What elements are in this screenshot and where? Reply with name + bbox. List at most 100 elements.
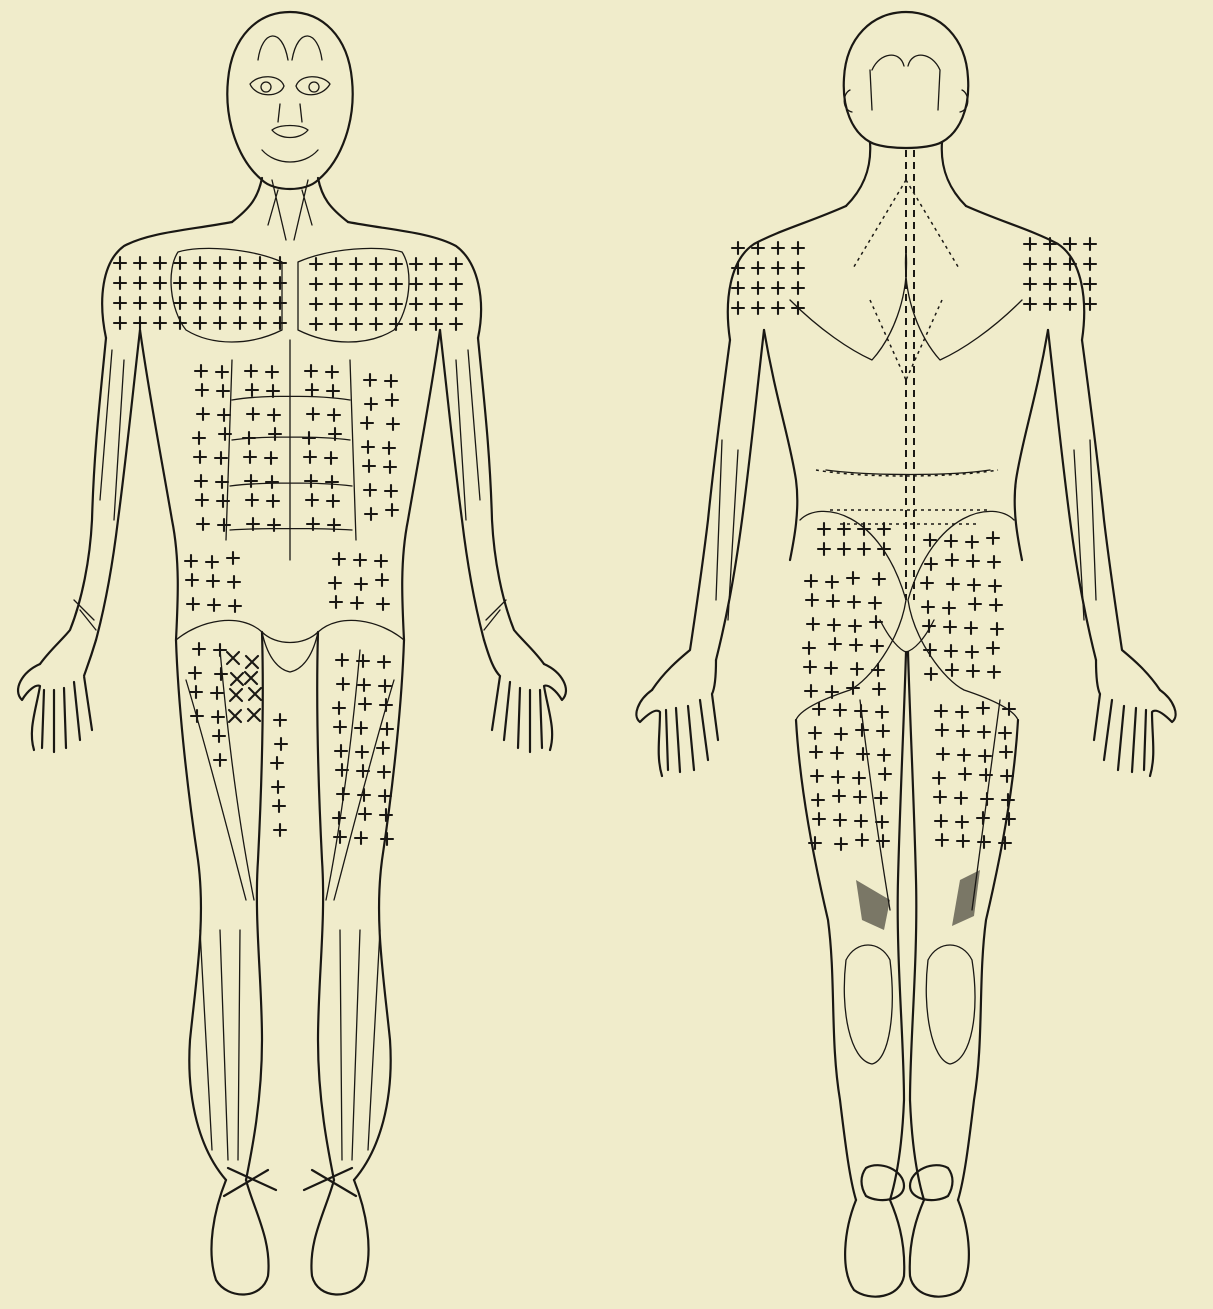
anterior-figure: [18, 12, 566, 1295]
plus-marker: [228, 576, 240, 588]
plus-marker: [274, 297, 286, 309]
plus-marker: [989, 580, 1001, 592]
plus-marker: [805, 575, 817, 587]
plus-marker: [273, 800, 285, 812]
plus-marker: [351, 597, 363, 609]
plus-marker: [390, 258, 402, 270]
plus-marker: [988, 666, 1000, 678]
plus-marker: [304, 451, 316, 463]
plus-marker: [303, 432, 315, 444]
plus-marker: [190, 686, 202, 698]
plus-marker: [772, 282, 784, 294]
plus-marker: [306, 494, 318, 506]
plus-marker: [326, 366, 338, 378]
plus-marker: [194, 317, 206, 329]
plus-marker: [310, 318, 322, 330]
plus-marker: [274, 277, 286, 289]
plus-marker: [752, 282, 764, 294]
plus-marker: [958, 749, 970, 761]
plus-marker: [330, 318, 342, 330]
plus-marker: [826, 686, 838, 698]
plus-marker: [804, 661, 816, 673]
plus-marker: [792, 282, 804, 294]
plus-marker: [752, 262, 764, 274]
plus-marker: [430, 278, 442, 290]
plus-marker: [214, 754, 226, 766]
plus-marker: [957, 835, 969, 847]
plus-marker: [333, 702, 345, 714]
plus-marker: [254, 257, 266, 269]
plus-marker: [386, 394, 398, 406]
plus-marker: [1024, 238, 1036, 250]
plus-marker: [306, 384, 318, 396]
plus-marker: [381, 833, 393, 845]
plus-marker: [966, 646, 978, 658]
plus-marker: [450, 298, 462, 310]
plus-marker: [229, 600, 241, 612]
cross-marker: [249, 688, 261, 700]
plus-marker: [1084, 278, 1096, 290]
plus-marker: [334, 831, 346, 843]
plus-marker: [355, 722, 367, 734]
plus-marker: [835, 838, 847, 850]
plus-marker: [945, 645, 957, 657]
plus-marker: [269, 428, 281, 440]
plus-marker: [234, 277, 246, 289]
plus-marker: [947, 578, 959, 590]
plus-marker: [1064, 298, 1076, 310]
plus-marker: [266, 366, 278, 378]
plus-marker: [829, 638, 841, 650]
back-left-arm: [652, 330, 764, 690]
plus-marker: [410, 298, 422, 310]
plus-marker: [732, 242, 744, 254]
plus-marker: [854, 791, 866, 803]
plus-marker: [925, 558, 937, 570]
plus-marker: [945, 535, 957, 547]
plus-marker: [334, 721, 346, 733]
plus-marker: [772, 302, 784, 314]
plus-marker: [254, 277, 266, 289]
plus-marker: [851, 663, 863, 675]
front-neck: [232, 178, 348, 222]
plus-marker: [246, 384, 258, 396]
plus-marker: [1064, 258, 1076, 270]
plus-marker: [234, 297, 246, 309]
plus-marker: [350, 298, 362, 310]
plus-marker: [274, 824, 286, 836]
plus-marker: [818, 543, 830, 555]
plus-marker: [807, 618, 819, 630]
plus-marker: [234, 257, 246, 269]
plus-marker: [310, 298, 322, 310]
plus-marker: [956, 706, 968, 718]
plus-marker: [991, 623, 1003, 635]
plus-marker: [350, 318, 362, 330]
plus-marker: [732, 302, 744, 314]
plus-marker: [828, 619, 840, 631]
plus-marker: [336, 654, 348, 666]
back-marker-group: [732, 238, 1096, 850]
plus-marker: [855, 705, 867, 717]
plus-marker: [921, 577, 933, 589]
plus-marker: [933, 772, 945, 784]
plus-marker: [805, 685, 817, 697]
plus-marker: [981, 793, 993, 805]
back-left-leg: [796, 652, 906, 1200]
plus-marker: [193, 432, 205, 444]
plus-marker: [772, 242, 784, 254]
back-popliteal-shading-left: [856, 880, 890, 930]
plus-marker: [1002, 794, 1014, 806]
plus-marker: [390, 298, 402, 310]
plus-marker: [154, 317, 166, 329]
plus-marker: [835, 728, 847, 740]
plus-marker: [214, 644, 226, 656]
plus-marker: [1084, 258, 1096, 270]
plus-marker: [937, 748, 949, 760]
plus-marker: [114, 277, 126, 289]
front-right-leg: [317, 632, 404, 1180]
plus-marker: [310, 258, 322, 270]
plus-marker: [978, 836, 990, 848]
plus-marker: [834, 704, 846, 716]
plus-marker: [1084, 238, 1096, 250]
plus-marker: [328, 409, 340, 421]
front-marker-group: [114, 257, 462, 845]
